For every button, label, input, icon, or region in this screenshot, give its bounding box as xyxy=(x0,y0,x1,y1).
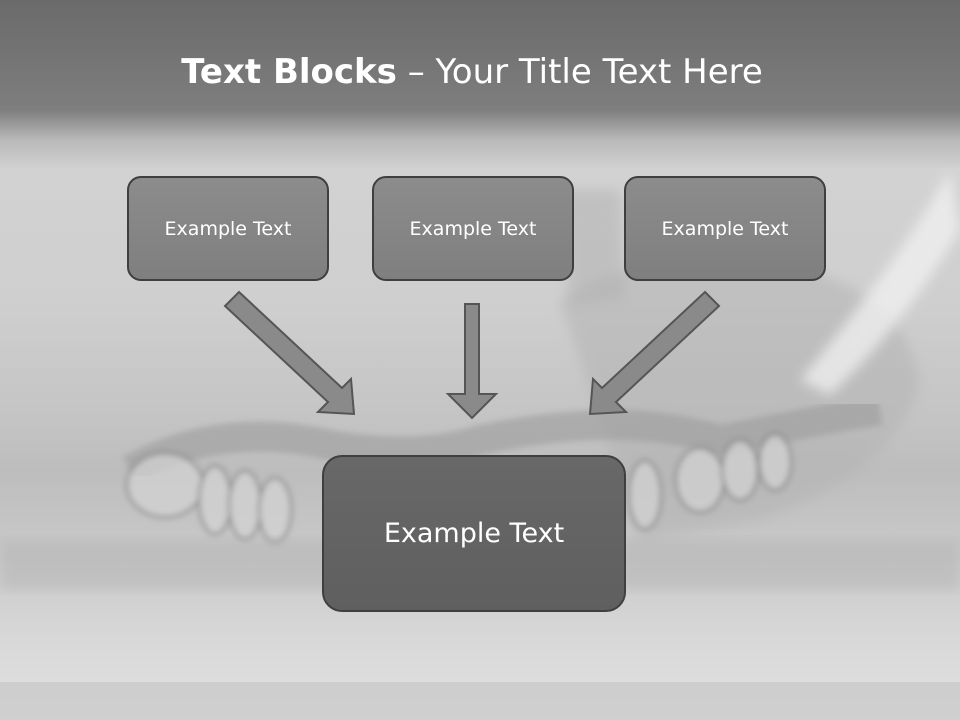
top-center-text-box[interactable]: Example Text xyxy=(372,176,574,281)
arrow-down-right-icon xyxy=(223,290,356,416)
title-dash: – xyxy=(396,52,436,92)
arrow-down-icon xyxy=(445,303,499,420)
top-left-text-box[interactable]: Example Text xyxy=(127,176,329,281)
title-rest: Your Title Text Here xyxy=(435,52,763,92)
bottom-box-label: Example Text xyxy=(383,518,565,549)
slide-title: Text Blocks – Your Title Text Here xyxy=(0,52,944,92)
title-bold: Text Blocks xyxy=(181,52,397,92)
top-right-box-label: Example Text xyxy=(661,217,789,240)
top-left-box-label: Example Text xyxy=(164,217,292,240)
bottom-text-box[interactable]: Example Text xyxy=(322,455,626,612)
arrow-down-left-icon xyxy=(588,290,721,416)
top-right-text-box[interactable]: Example Text xyxy=(624,176,826,281)
top-center-box-label: Example Text xyxy=(409,217,537,240)
